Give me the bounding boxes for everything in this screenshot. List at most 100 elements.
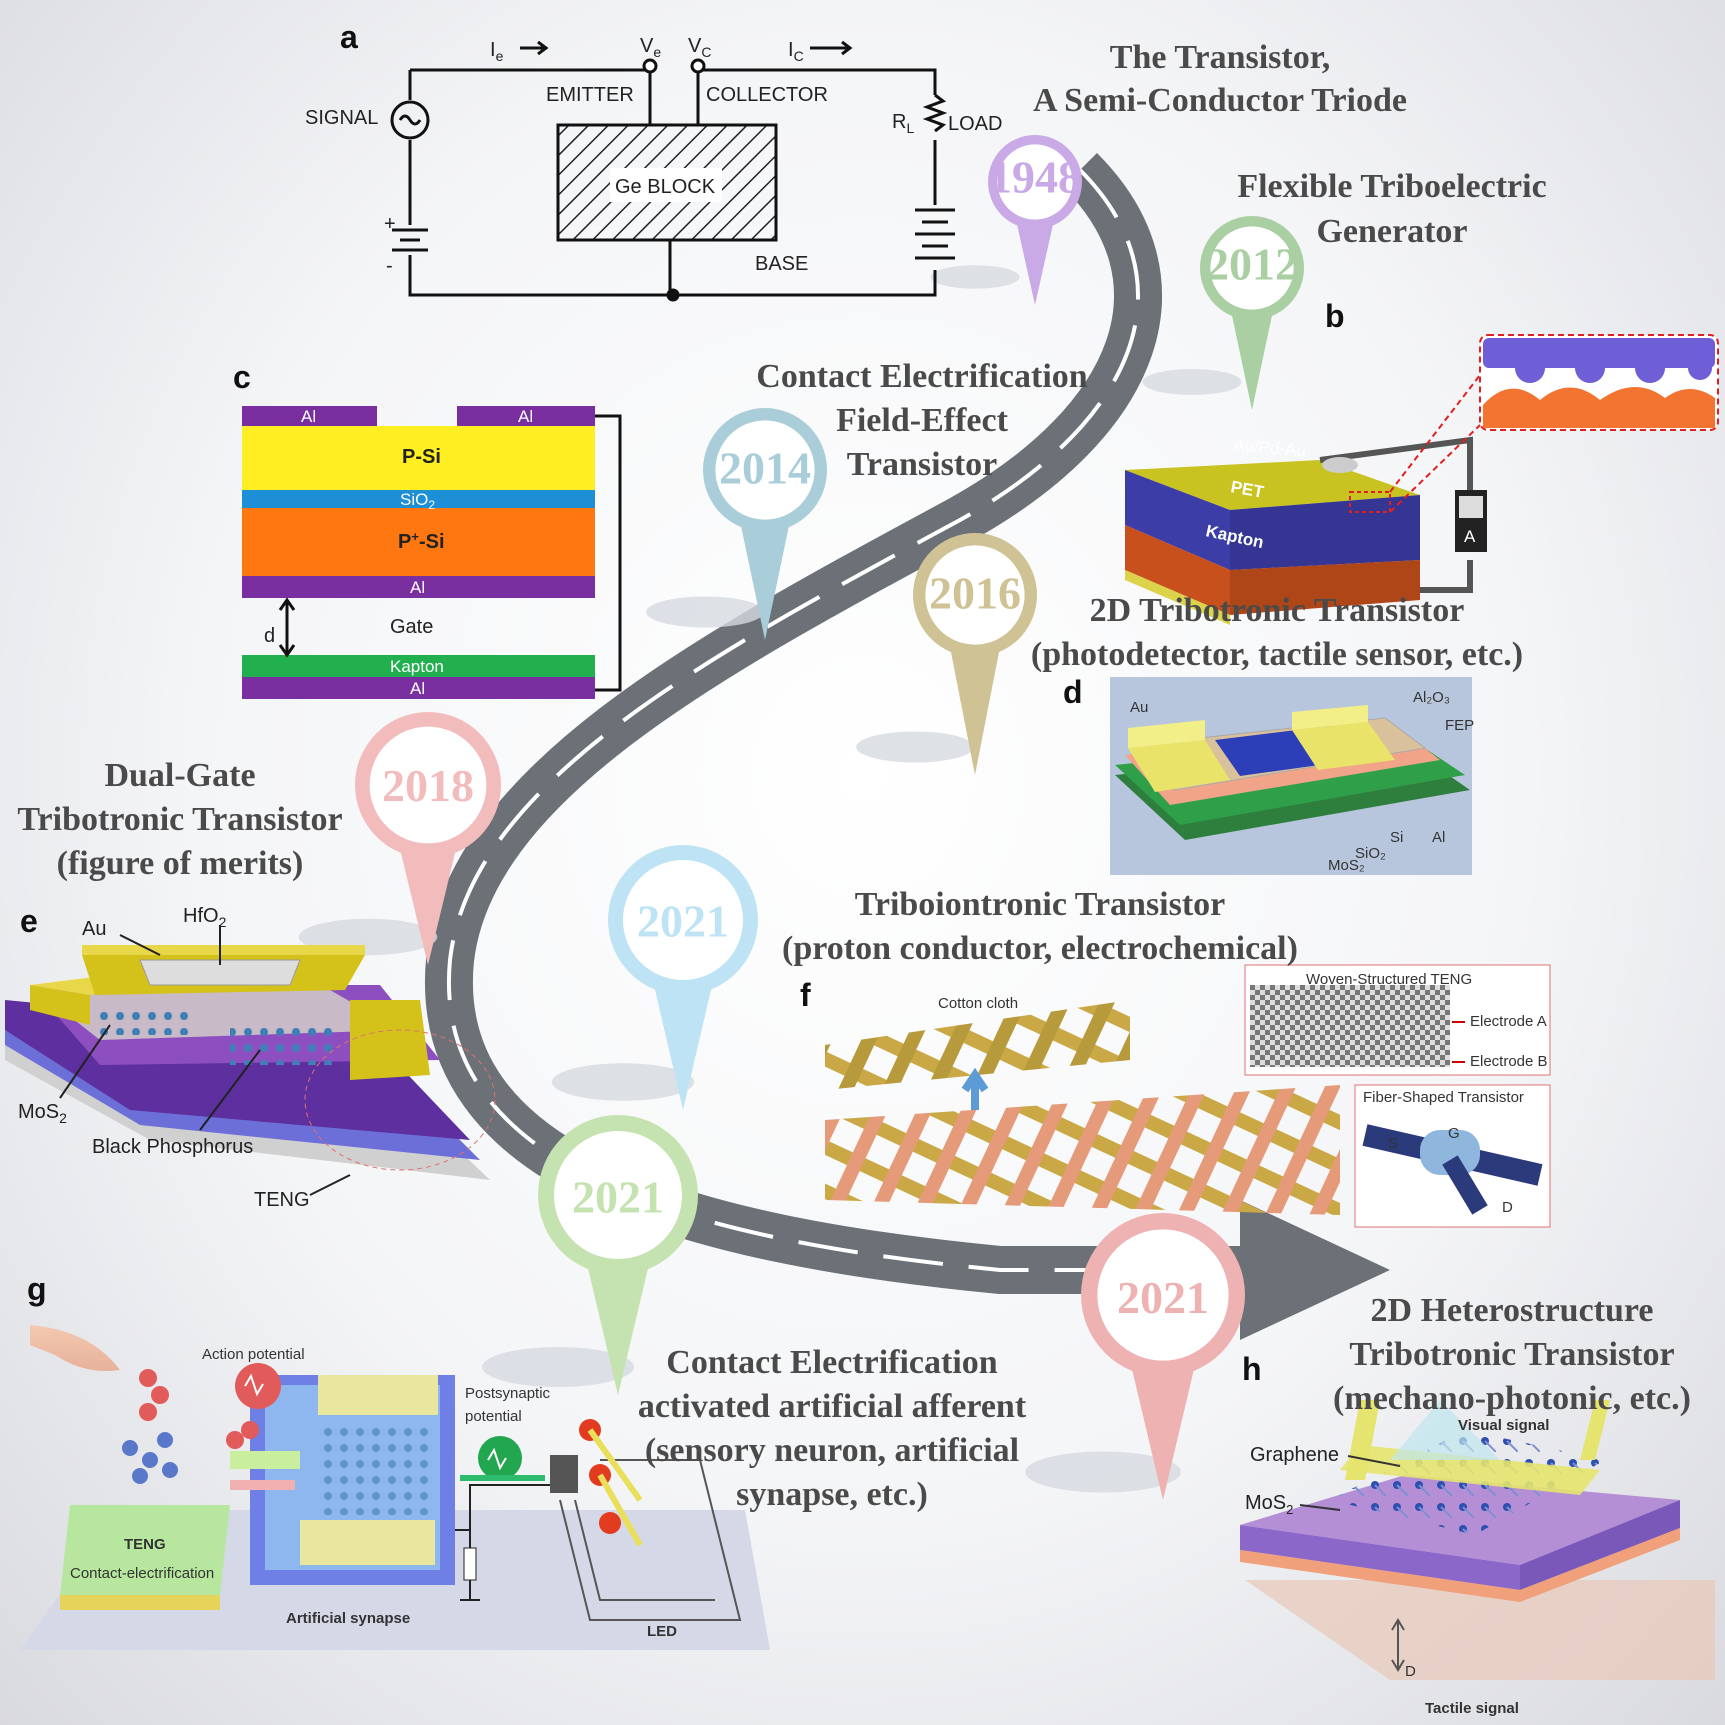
fep-label: FEP — [1445, 717, 1474, 734]
drain-label: D — [1502, 1199, 1513, 1216]
milestone-year-7: 2021 — [572, 1172, 664, 1223]
contact-electrification-label: Contact-electrification — [70, 1565, 214, 1582]
ge-block-label: Ge BLOCK — [615, 176, 716, 198]
load-resistor — [922, 93, 948, 133]
black-phosphorus-label: Black Phosphorus — [92, 1136, 253, 1158]
gap-d-label: d — [264, 625, 275, 647]
battery-minus: - — [386, 255, 393, 277]
displacement-d-label: D — [1405, 1663, 1416, 1680]
mos2-d-label: MoS₂ — [1328, 857, 1365, 874]
milestone-title-6: Triboiontronic Transistor(proton conduct… — [782, 886, 1298, 967]
milestone-title-4: 2D Tribotronic Transistor(photodetector,… — [1031, 592, 1523, 673]
mos2-e-label: MoS2 — [18, 1101, 67, 1126]
finger — [30, 1325, 120, 1371]
milestone-year-5: 2018 — [382, 760, 474, 811]
panel-a-circuit — [390, 40, 955, 302]
al-base-label: Al — [410, 679, 425, 698]
led-label: LED — [647, 1623, 677, 1640]
postsynaptic-label-2: potential — [465, 1408, 522, 1425]
panel-a-labels: a SIGNAL EMITTER COLLECTOR LOAD BASE Ge … — [305, 19, 1002, 277]
tactile-signal-label: Tactile signal — [1425, 1700, 1519, 1717]
milestone-titles: The Transistor,A Semi-Conductor TriodeFl… — [17, 39, 1691, 1513]
panel-c-letter: c — [233, 359, 251, 395]
milestone-pin-2: 2012 — [1142, 216, 1304, 410]
graphene-label: Graphene — [1250, 1444, 1339, 1466]
panel-f-letter: f — [800, 977, 811, 1013]
milestone-pin-4: 2016 — [856, 533, 1037, 775]
panel-h-2d-heterostructure: h Visual signal Graphene MoS2 D Tactile … — [1240, 1351, 1715, 1717]
ammeter-label: A — [1464, 527, 1476, 546]
mos2-h-label: MoS2 — [1245, 1492, 1293, 1517]
hfo2-label: HfO2 — [183, 905, 227, 930]
panel-e-dual-gate: e Au HfO2 MoS2 Black Phosphorus TENG — [5, 903, 496, 1211]
road-arrowhead — [1240, 1200, 1390, 1340]
milestone-pin-5: 2018 — [298, 712, 501, 965]
teng-e-label: TENG — [254, 1189, 310, 1211]
milestone-year-8: 2021 — [1117, 1272, 1209, 1323]
action-potential-label: Action potential — [202, 1346, 305, 1363]
milestone-pin-8: 2021 — [1025, 1213, 1245, 1500]
cotton-cloth-label: Cotton cloth — [938, 995, 1018, 1012]
milestone-year-2: 2012 — [1206, 238, 1298, 289]
milestone-pin-1: 1948 — [930, 135, 1082, 305]
panel-f-triboiontronic: f Cotton cloth Woven-Structured TENG Ele… — [800, 964, 1551, 1228]
p-si-label: P-Si — [402, 446, 441, 468]
kapton-layer-label: Kapton — [390, 657, 444, 676]
woven-teng-label: Woven-Structured TENG — [1306, 971, 1472, 988]
source-label: S — [1388, 1135, 1398, 1152]
al2o3-label: Al₂O₃ — [1413, 689, 1450, 706]
panel-a-letter: a — [340, 19, 358, 55]
milestone-pin-6: 2021 — [551, 845, 758, 1110]
rl-label: RL — [892, 111, 914, 136]
load-label: LOAD — [948, 113, 1002, 135]
milestone-year-4: 2016 — [929, 568, 1021, 619]
sio2-d-label: SiO₂ — [1355, 845, 1386, 862]
artificial-synapse-label: Artificial synapse — [286, 1610, 410, 1627]
ic-label: IC — [788, 39, 804, 64]
panel-d-letter: d — [1063, 674, 1083, 710]
signal-label: SIGNAL — [305, 107, 378, 129]
al-top-left-label: Al — [301, 407, 316, 426]
au-pd-au-label: Au/Pd-Au — [1233, 435, 1307, 460]
teng-g-label: TENG — [124, 1536, 166, 1553]
ge-block — [556, 123, 778, 242]
au-label: Au — [1130, 699, 1148, 716]
gate-label: Gate — [390, 616, 433, 638]
panel-b-letter: b — [1325, 298, 1345, 334]
milestone-title-1: The Transistor,A Semi-Conductor Triode — [1033, 39, 1407, 119]
milestone-year-1: 1948 — [989, 151, 1081, 202]
milestone-pins: 1948 2012 2014 2016 2018 2021 2021 2021 — [298, 135, 1304, 1500]
collector-label: COLLECTOR — [706, 84, 828, 106]
panel-c-cefet-stack: c Al Al P-Si SiO2 P+-Si Al Gate d Kapton… — [233, 359, 622, 699]
panel-h-letter: h — [1242, 1351, 1262, 1387]
emitter-label: EMITTER — [546, 84, 634, 106]
postsynaptic-label-1: Postsynaptic — [465, 1385, 551, 1402]
al-top-right-label: Al — [518, 407, 533, 426]
p-plus-si-label: P+-Si — [398, 529, 445, 553]
gate-f-label: G — [1448, 1125, 1460, 1142]
signal-source — [390, 100, 430, 140]
panel-g-artificial-afferent: g Action potential Postsynaptic potentia… — [20, 1271, 770, 1650]
vc-label: VC — [688, 35, 711, 60]
fiber-transistor-label: Fiber-Shaped Transistor — [1363, 1089, 1524, 1106]
base-label: BASE — [755, 253, 808, 275]
milestone-pin-7: 2021 — [482, 1115, 698, 1395]
panel-g-letter: g — [27, 1271, 47, 1307]
electrode-b-label: Electrode B — [1470, 1053, 1548, 1070]
al-bottom-label: Al — [410, 578, 425, 597]
panel-d-2d-tribotronic: d Au Al₂O₃ FEP Si SiO₂ Al MoS₂ — [1063, 674, 1474, 875]
panel-e-letter: e — [20, 903, 38, 939]
ve-label: Ve — [640, 35, 661, 60]
milestone-year-3: 2014 — [719, 443, 811, 494]
visual-signal-label: Visual signal — [1458, 1417, 1549, 1434]
sio2-label: SiO2 — [400, 490, 435, 512]
electrode-a-label: Electrode A — [1470, 1013, 1547, 1030]
panel-b-teng-device: Au/Pd-Au PET Kapton A b — [1125, 298, 1719, 625]
au-e-label: Au — [82, 918, 106, 940]
